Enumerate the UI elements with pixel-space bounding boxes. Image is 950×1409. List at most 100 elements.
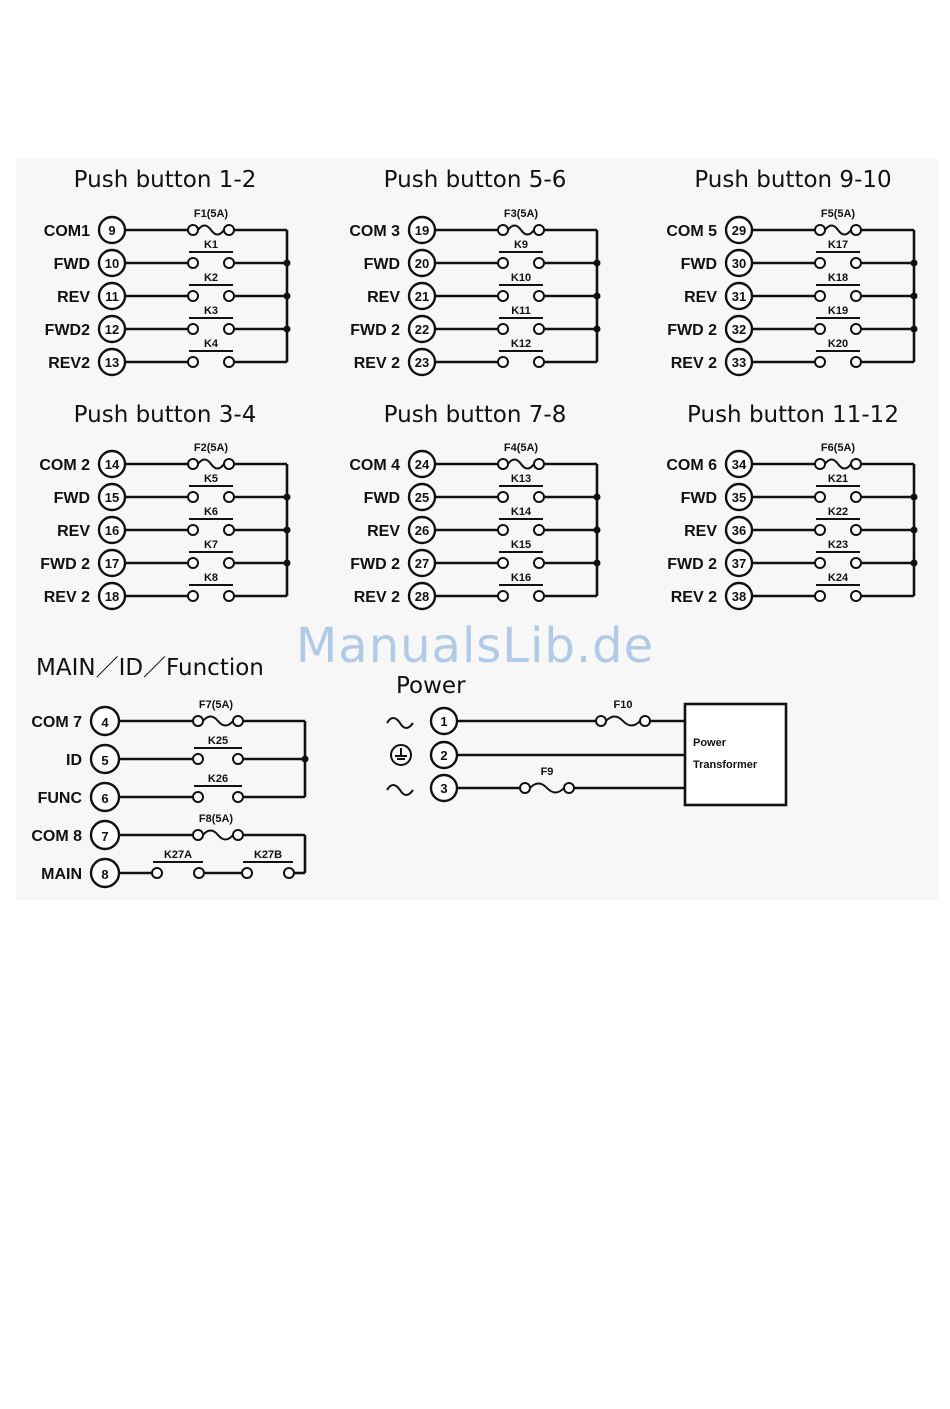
contact-terminal bbox=[814, 356, 826, 368]
terminal-number: 24 bbox=[415, 457, 430, 472]
contact-terminal bbox=[223, 290, 235, 302]
contact-label: K4 bbox=[204, 338, 219, 350]
terminal-number: 38 bbox=[732, 589, 746, 604]
fuse-terminal bbox=[223, 224, 235, 236]
contact-label: K16 bbox=[511, 572, 531, 584]
terminal-label: COM 7 bbox=[31, 714, 82, 731]
transformer-label: Power bbox=[693, 737, 727, 749]
terminal-label: FWD 2 bbox=[667, 322, 717, 339]
ground-icon bbox=[390, 744, 412, 766]
relay-contact: K11 bbox=[497, 305, 545, 335]
contact-label: K5 bbox=[204, 473, 218, 485]
contact-terminal bbox=[533, 356, 545, 368]
contact-terminal bbox=[814, 257, 826, 269]
terminal-label: FWD bbox=[364, 490, 400, 507]
terminal-number: 8 bbox=[101, 867, 108, 882]
terminal-number: 5 bbox=[101, 753, 108, 768]
contact-label: K24 bbox=[828, 572, 849, 584]
fuse-symbol bbox=[497, 458, 545, 470]
relay-contact: K8 bbox=[187, 572, 235, 602]
fuse-label: F4(5A) bbox=[504, 442, 539, 454]
relay-contact: K27A bbox=[151, 849, 205, 879]
contact-terminal bbox=[187, 557, 199, 569]
terminal-number: 17 bbox=[105, 556, 119, 571]
terminal-label: COM 4 bbox=[349, 457, 400, 474]
terminal-number: 37 bbox=[732, 556, 746, 571]
fuse-terminal bbox=[187, 458, 199, 470]
contact-terminal bbox=[814, 290, 826, 302]
terminal-number: 33 bbox=[732, 355, 746, 370]
contact-terminal bbox=[497, 290, 509, 302]
contact-label: K2 bbox=[204, 272, 218, 284]
contact-label: K6 bbox=[204, 506, 218, 518]
contact-label: K25 bbox=[208, 735, 228, 747]
contact-label: K12 bbox=[511, 338, 531, 350]
contact-label: K14 bbox=[511, 506, 532, 518]
fuse-label: F7(5A) bbox=[199, 699, 234, 711]
contact-terminal bbox=[187, 524, 199, 536]
contact-label: K22 bbox=[828, 506, 848, 518]
terminal-number: 13 bbox=[105, 355, 119, 370]
contact-terminal bbox=[814, 491, 826, 503]
fuse-terminal bbox=[850, 458, 862, 470]
terminal-label: REV bbox=[684, 523, 717, 540]
fuse-label: F3(5A) bbox=[504, 208, 539, 220]
terminal-label: FWD 2 bbox=[40, 556, 90, 573]
contact-terminal bbox=[223, 491, 235, 503]
terminal-label: COM 2 bbox=[39, 457, 90, 474]
contact-terminal bbox=[192, 791, 204, 803]
relay-contact: K16 bbox=[497, 572, 545, 602]
terminal-number: 7 bbox=[101, 829, 108, 844]
contact-label: K27B bbox=[254, 849, 282, 861]
contact-terminal bbox=[241, 867, 253, 879]
contact-terminal bbox=[497, 356, 509, 368]
terminal-label: COM1 bbox=[44, 223, 90, 240]
terminal-label: REV2 bbox=[48, 355, 90, 372]
relay-contact: K9 bbox=[497, 239, 545, 269]
fuse-label: F2(5A) bbox=[194, 442, 229, 454]
terminal-label: ID bbox=[66, 752, 82, 769]
contact-label: K18 bbox=[828, 272, 848, 284]
relay-contact: K6 bbox=[187, 506, 235, 536]
contact-label: K23 bbox=[828, 539, 848, 551]
relay-contact: K23 bbox=[814, 539, 862, 569]
fuse-element bbox=[202, 715, 234, 727]
relay-contact: K15 bbox=[497, 539, 545, 569]
fuse-element bbox=[529, 782, 565, 794]
fuse-terminal bbox=[595, 715, 607, 727]
contact-terminal bbox=[497, 524, 509, 536]
terminal-number: 32 bbox=[732, 322, 746, 337]
fuse-label: F6(5A) bbox=[821, 442, 856, 454]
contact-terminal bbox=[850, 590, 862, 602]
group-title: Push button 1-2 bbox=[74, 167, 257, 193]
contact-terminal bbox=[850, 290, 862, 302]
terminal-label: REV bbox=[367, 289, 400, 306]
terminal-label: FWD 2 bbox=[350, 322, 400, 339]
relay-contact: K18 bbox=[814, 272, 862, 302]
relay-contact: K7 bbox=[187, 539, 235, 569]
contact-terminal bbox=[223, 524, 235, 536]
contact-terminal bbox=[192, 753, 204, 765]
terminal-number: 9 bbox=[108, 223, 115, 238]
contact-label: K20 bbox=[828, 338, 848, 350]
fuse-terminal bbox=[519, 782, 531, 794]
terminal-number: 25 bbox=[415, 490, 429, 505]
group-title: Power bbox=[396, 673, 466, 699]
contact-terminal bbox=[533, 557, 545, 569]
fuse-terminal bbox=[232, 829, 244, 841]
contact-terminal bbox=[223, 590, 235, 602]
contact-terminal bbox=[533, 524, 545, 536]
contact-terminal bbox=[814, 524, 826, 536]
fuse-symbol bbox=[814, 458, 862, 470]
contact-label: K11 bbox=[511, 305, 531, 317]
fuse-element bbox=[507, 224, 535, 236]
terminal-number: 22 bbox=[415, 322, 429, 337]
terminal-number: 1 bbox=[440, 714, 447, 729]
contact-terminal bbox=[814, 557, 826, 569]
contact-terminal bbox=[283, 867, 295, 879]
terminal-number: 19 bbox=[415, 223, 429, 238]
relay-contact: K22 bbox=[814, 506, 862, 536]
terminal-number: 14 bbox=[105, 457, 120, 472]
contact-terminal bbox=[533, 257, 545, 269]
